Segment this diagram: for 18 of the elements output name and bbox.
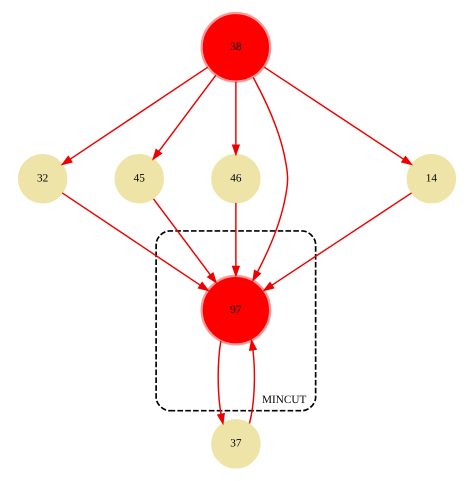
node-circle: 38 — [200, 12, 272, 83]
node-circle: 46 — [211, 154, 261, 204]
arrow — [232, 202, 240, 278]
arrow — [252, 77, 288, 282]
arrow — [262, 192, 412, 292]
arrow — [232, 82, 240, 156]
arrow — [248, 338, 258, 424]
arrow — [216, 341, 225, 426]
node-circle: 97 — [200, 274, 272, 346]
arrow — [60, 66, 208, 166]
arrow — [62, 192, 210, 292]
arrow — [152, 198, 218, 284]
arrow — [264, 66, 414, 166]
arrow — [152, 74, 216, 161]
node-circle: 37 — [211, 419, 261, 469]
node-circle: 14 — [406, 154, 456, 204]
node-circle: 32 — [18, 154, 68, 204]
node-circle: 45 — [114, 154, 164, 204]
